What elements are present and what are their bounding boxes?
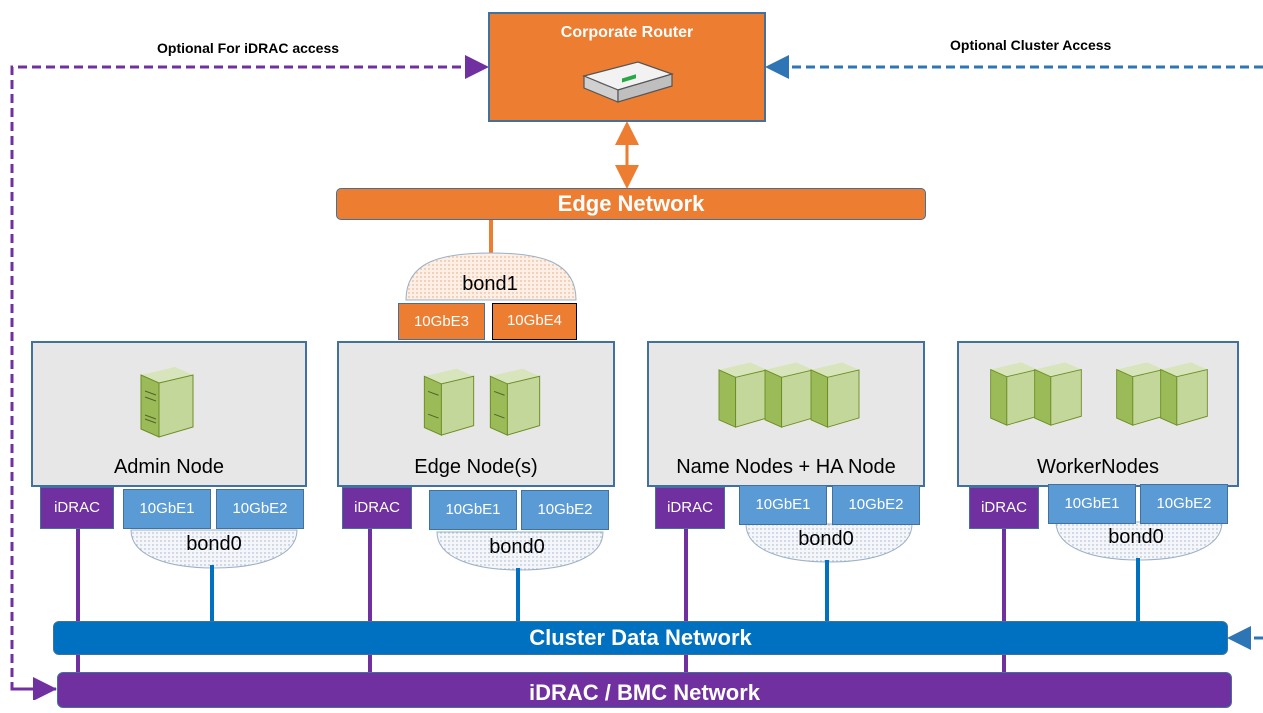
server-icon	[1160, 362, 1208, 426]
worker-port-10gbe2: 10GbE2	[1140, 484, 1228, 524]
bond1-label: bond1	[462, 273, 518, 295]
server-icon	[489, 368, 541, 436]
cluster-access-caption: Optional Cluster Access	[950, 37, 1112, 53]
server-icon	[140, 367, 194, 438]
worker-idrac-port: iDRAC	[969, 487, 1039, 529]
name-port-10gbe2: 10GbE2	[832, 485, 920, 525]
admin-idrac-port: iDRAC	[40, 487, 114, 529]
idrac-bmc-network-bar: iDRAC / BMC Network	[57, 672, 1232, 708]
port-10gbe4: 10GbE4	[492, 303, 577, 340]
cluster-data-network-bar: Cluster Data Network	[53, 621, 1228, 655]
corporate-router: Corporate Router	[488, 12, 766, 122]
edge-node-box: Edge Node(s)	[337, 341, 615, 487]
worker-port-10gbe1: 10GbE1	[1048, 484, 1136, 524]
admin-port-10gbe2: 10GbE2	[216, 489, 304, 529]
admin-node-label: Admin Node	[113, 456, 225, 478]
admin-bond0-label: bond0	[186, 533, 242, 555]
worker-nodes-label: WorkerNodes	[1037, 456, 1159, 478]
name-port-10gbe1: 10GbE1	[739, 485, 827, 525]
edge-network-bar: Edge Network	[336, 188, 926, 220]
server-icon	[990, 362, 1038, 426]
port-10gbe3: 10GbE3	[398, 303, 485, 340]
name-nodes-box: Name Nodes + HA Node	[647, 341, 925, 487]
server-icon	[1116, 362, 1164, 426]
edge-node-label: Edge Node(s)	[414, 456, 538, 478]
worker-bond0-label: bond0	[1108, 526, 1164, 548]
router-title: Corporate Router	[560, 24, 694, 41]
edge-idrac-port: iDRAC	[342, 487, 412, 529]
worker-nodes-box: WorkerNodes	[957, 341, 1239, 487]
admin-node-box: Admin Node	[31, 341, 307, 487]
server-icon	[810, 362, 860, 428]
name-idrac-port: iDRAC	[655, 487, 725, 529]
router-icon	[582, 61, 674, 103]
bond1-cloud	[405, 252, 577, 301]
edge-port-10gbe1: 10GbE1	[429, 490, 517, 530]
idrac-access-caption: Optional For iDRAC access	[157, 40, 340, 56]
server-icon	[764, 362, 814, 428]
name-nodes-label: Name Nodes + HA Node	[676, 456, 896, 478]
edge-bond0-label: bond0	[489, 536, 545, 558]
server-icon	[423, 368, 475, 436]
server-icon	[1034, 362, 1082, 426]
edge-port-10gbe2: 10GbE2	[521, 490, 609, 530]
admin-port-10gbe1: 10GbE1	[123, 489, 211, 529]
name-bond0-label: bond0	[798, 528, 854, 550]
